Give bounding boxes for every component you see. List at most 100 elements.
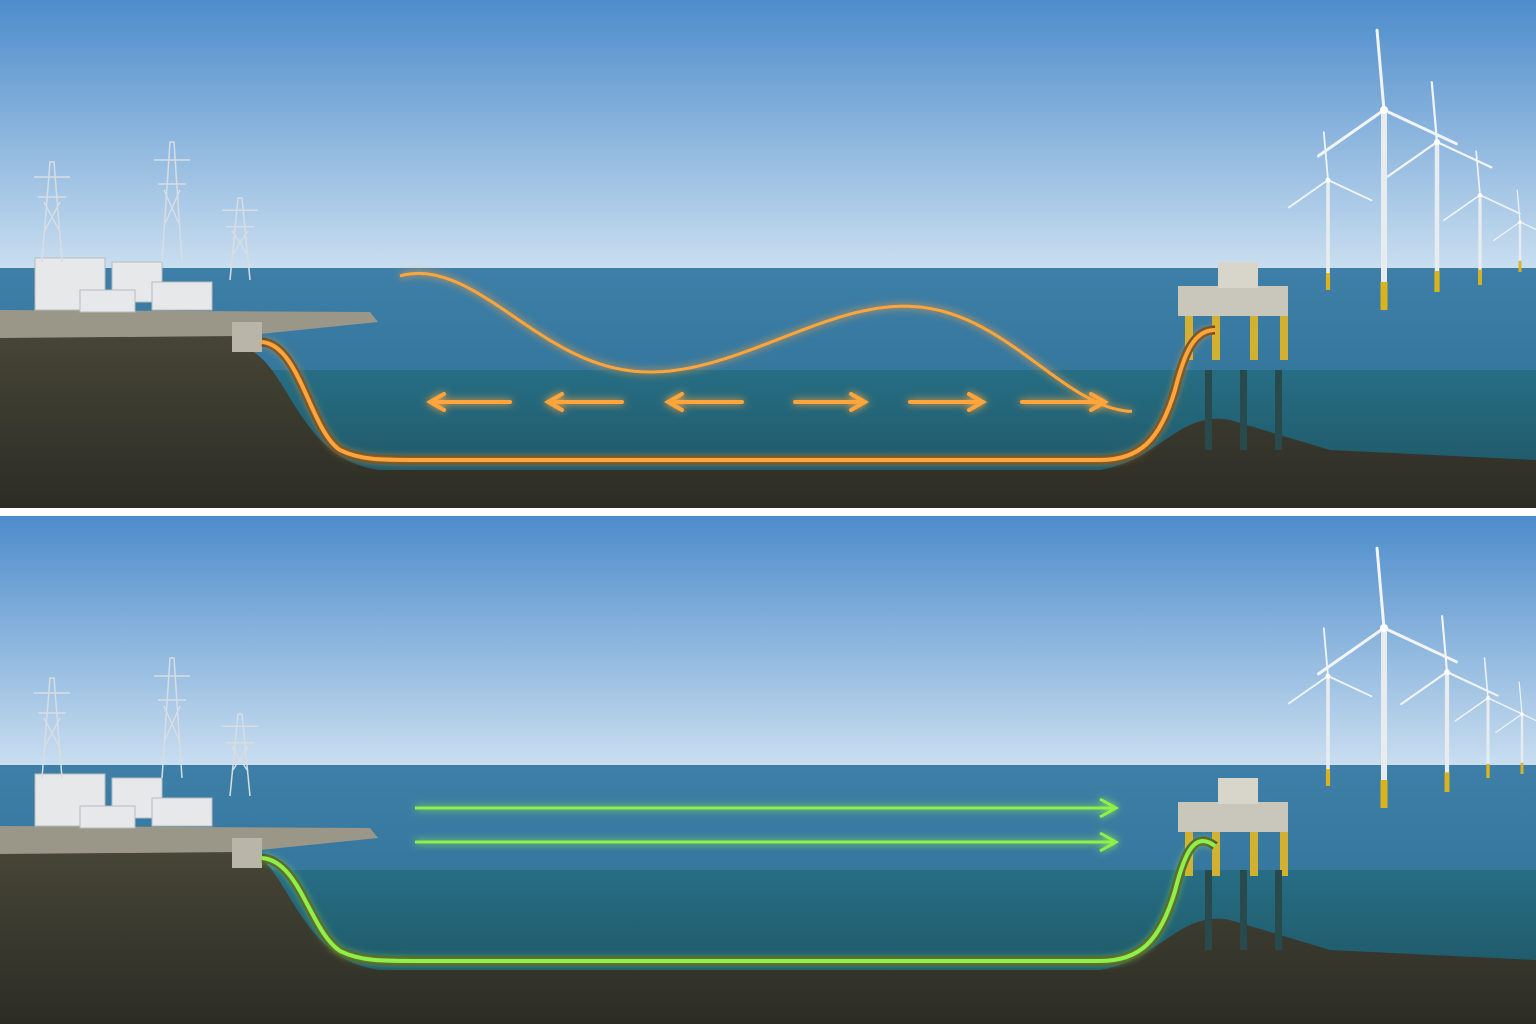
- turbine-tower: [1434, 142, 1440, 292]
- substation-building: [151, 797, 213, 827]
- turbine-blade: [1521, 713, 1536, 722]
- current-flow-arrow-right: [908, 392, 988, 412]
- wind-turbine: [1495, 681, 1536, 774]
- turbine-tower: [1381, 628, 1387, 808]
- turbine-blade: [1475, 150, 1481, 196]
- turbine-hub: [1518, 220, 1522, 224]
- current-flow-arrow-right: [1020, 392, 1110, 412]
- panel-top-ac: [0, 0, 1536, 510]
- turbine-blade: [1400, 670, 1449, 706]
- pylon-frame: [34, 161, 70, 263]
- turbine-hub: [1325, 673, 1331, 679]
- turbine-blade: [1443, 194, 1481, 222]
- turbine-blade: [1322, 131, 1329, 181]
- wind-turbine: [1454, 657, 1526, 778]
- turbine-blade: [1493, 221, 1521, 241]
- seabed: [0, 330, 1536, 508]
- platform-leg: [1250, 316, 1258, 360]
- current-flow-arrow-left: [663, 392, 744, 412]
- sky: [0, 516, 1536, 765]
- platform-jacket-leg: [1205, 870, 1212, 950]
- turbine-hub: [1520, 712, 1524, 716]
- turbine-blade: [1445, 670, 1499, 697]
- turbine-blade: [1287, 179, 1329, 209]
- turbine-hub: [1486, 696, 1490, 700]
- platform-leg: [1212, 316, 1220, 360]
- platform-deck: [1178, 802, 1288, 832]
- platform-deck: [1178, 286, 1288, 316]
- transmission-pylon: [34, 161, 70, 263]
- turbine-hub: [1434, 139, 1440, 145]
- turbine-blade: [1516, 189, 1521, 223]
- panel-bottom-dc: [0, 516, 1536, 1024]
- turbine-hub: [1380, 106, 1388, 114]
- platform-jacket-leg: [1205, 370, 1212, 450]
- turbine-blade: [1430, 81, 1439, 144]
- turbine-blade: [1375, 546, 1386, 630]
- turbine-tower: [1326, 676, 1330, 786]
- turbine-base: [1380, 780, 1388, 808]
- turbine-hub: [1380, 624, 1388, 632]
- seabed: [0, 846, 1536, 1024]
- turbine-blade: [1287, 675, 1329, 705]
- turbine-tower: [1381, 110, 1387, 310]
- turbine-base: [1325, 769, 1331, 786]
- platform-module: [1218, 778, 1258, 804]
- direct-current-arrow-right: [415, 831, 1120, 853]
- turbine-tower: [1478, 195, 1482, 285]
- substation-building: [151, 281, 213, 311]
- wind-turbine: [1443, 150, 1521, 285]
- turbine-blade: [1519, 221, 1536, 231]
- turbine-base: [1325, 273, 1331, 290]
- transmission-pylon: [154, 657, 190, 779]
- platform-jacket-leg: [1240, 870, 1247, 950]
- turbine-tower: [1520, 714, 1524, 774]
- turbine-base: [1520, 762, 1524, 774]
- offshore-platform: [1178, 262, 1288, 450]
- cable-landing-point: [232, 322, 262, 352]
- wind-turbine: [1400, 615, 1499, 792]
- current-flow-arrow-left: [543, 392, 624, 412]
- pylon-frame: [222, 713, 258, 797]
- transmission-pylon: [154, 141, 190, 263]
- transmission-pylon: [34, 677, 70, 779]
- platform-jacket-leg: [1275, 370, 1282, 450]
- turbine-base: [1486, 764, 1490, 778]
- turbine-blade: [1382, 626, 1459, 664]
- turbine-hub: [1325, 177, 1331, 183]
- turbine-blade: [1479, 194, 1521, 215]
- turbine-blade: [1495, 713, 1523, 733]
- turbine-tower: [1444, 672, 1450, 792]
- alternating-current-waveform: [399, 271, 1133, 413]
- sky: [0, 0, 1536, 268]
- pylon-frame: [222, 197, 258, 281]
- platform-leg: [1212, 832, 1220, 876]
- pylon-frame: [34, 677, 70, 779]
- platform-jacket-leg: [1240, 370, 1247, 450]
- direct-current-arrow-right: [415, 797, 1120, 819]
- turbine-blade: [1316, 108, 1386, 158]
- subsea-cable-current: [261, 839, 1217, 963]
- turbine-tower: [1486, 698, 1490, 778]
- platform-leg: [1185, 316, 1193, 360]
- platform-leg: [1250, 832, 1258, 876]
- transmission-pylon: [222, 713, 258, 797]
- turbine-blade: [1327, 179, 1373, 202]
- turbine-blade: [1487, 697, 1526, 716]
- turbine-base: [1478, 269, 1482, 285]
- substation-building: [79, 289, 136, 313]
- offshore-platform: [1178, 778, 1288, 950]
- transmission-pylon: [222, 197, 258, 281]
- turbine-tower: [1518, 222, 1522, 272]
- coastal-land: [0, 310, 378, 338]
- turbine-blade: [1386, 140, 1439, 178]
- turbine-tower: [1326, 180, 1330, 290]
- wind-turbine: [1316, 28, 1459, 310]
- wind-turbine: [1386, 81, 1493, 292]
- turbine-base: [1518, 260, 1522, 272]
- platform-leg: [1280, 832, 1288, 876]
- subsea-cable-current: [261, 328, 1216, 462]
- wind-turbine: [1316, 546, 1459, 808]
- turbine-base: [1380, 282, 1388, 310]
